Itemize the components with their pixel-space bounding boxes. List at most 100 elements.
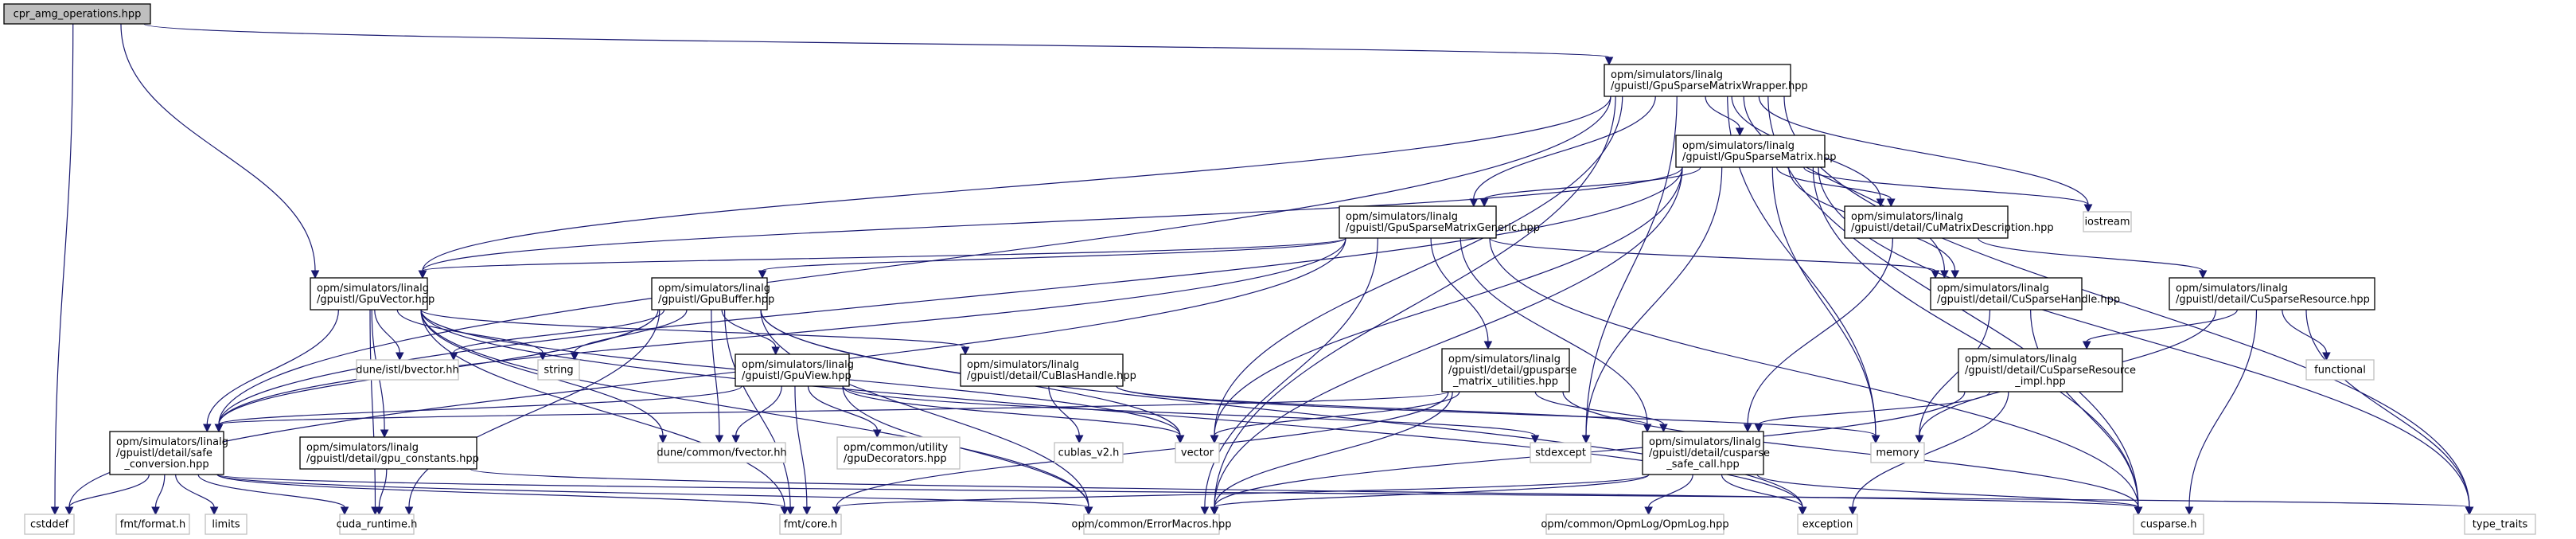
edge-safecall-to-exception xyxy=(1721,474,1807,516)
edge-line xyxy=(1534,391,1664,425)
node-safecall[interactable]: opm/simulators/linalg/gpuistl/detail/cus… xyxy=(1642,431,1770,475)
edge-line xyxy=(1116,385,1876,436)
edge-line xyxy=(420,309,785,508)
edge-line xyxy=(453,309,665,353)
edge-line xyxy=(420,309,1803,508)
node-functional: functional xyxy=(2305,359,2375,381)
edge-line xyxy=(1459,237,1648,425)
node-cusparseresource[interactable]: opm/simulators/linalg/gpuistl/detail/CuS… xyxy=(2169,277,2375,311)
node-label: dune/common/fvector.hh xyxy=(657,447,786,459)
edge-cusparseresource-to-typetraits xyxy=(2305,309,2474,516)
node-label: vector xyxy=(1181,447,1214,459)
node-label: /gpuistl/GpuSparseMatrixWrapper.hpp xyxy=(1611,80,1808,92)
node-label: /gpuistl/detail/safe xyxy=(116,447,212,459)
node-sparse[interactable]: opm/simulators/linalg/gpuistl/GpuSparseM… xyxy=(1675,135,1837,168)
node-label: exception xyxy=(1802,519,1853,531)
edge-line xyxy=(143,23,1610,58)
node-box xyxy=(1642,431,1764,475)
arrowhead-icon xyxy=(961,346,970,356)
edge-gpuvector-to-cublashandle xyxy=(420,309,970,356)
node-fvector: dune/common/fvector.hh xyxy=(657,442,787,463)
edge-line xyxy=(1473,96,1656,200)
arrowhead-icon xyxy=(570,352,579,361)
arrowhead-icon xyxy=(449,352,458,361)
node-label: opm/simulators/linalg xyxy=(742,359,854,371)
edge-line xyxy=(2086,309,2238,342)
arrowhead-icon xyxy=(380,429,389,439)
edge-generic-to-gpubuffer xyxy=(758,237,1346,279)
node-box xyxy=(299,436,477,470)
edge-line xyxy=(120,23,316,271)
node-resimpl[interactable]: opm/simulators/linalg/gpuistl/detail/CuS… xyxy=(1958,348,2136,393)
arrowhead-icon xyxy=(785,506,795,516)
node-exception: exception xyxy=(1797,514,1858,535)
edge-safecall-to-opmlog xyxy=(1644,474,1693,516)
node-bvector: dune/istl/bvector.hh xyxy=(356,359,459,381)
arrowhead-icon xyxy=(715,435,724,444)
node-box xyxy=(1675,135,1826,168)
arrowhead-icon xyxy=(2184,506,2194,516)
arrowhead-icon xyxy=(731,435,741,444)
node-label: string xyxy=(544,365,573,377)
node-fmtformat: fmt/format.h xyxy=(115,514,190,535)
node-box xyxy=(836,436,961,470)
node-gpubuffer[interactable]: opm/simulators/linalg/gpuistl/GpuBuffer.… xyxy=(651,277,774,311)
edge-line xyxy=(422,166,1683,271)
node-matutils[interactable]: opm/simulators/linalg/gpuistl/detail/gpu… xyxy=(1441,348,1576,393)
node-box xyxy=(2169,277,2375,311)
node-generic[interactable]: opm/simulators/linalg/gpuistl/GpuSparseM… xyxy=(1339,205,1540,239)
node-box xyxy=(2133,514,2204,535)
edge-gpuview-to-fmtcore xyxy=(794,385,812,516)
node-label: opm/simulators/linalg xyxy=(1965,353,2077,365)
edge-gpuvector-to-exception xyxy=(420,309,1807,516)
edge-safeconv-to-fmtformat xyxy=(151,474,166,516)
arrowhead-icon xyxy=(1940,270,1949,279)
node-label: opm/common/utility xyxy=(844,442,949,454)
node-label: dune/istl/bvector.hh xyxy=(356,365,459,377)
edge-line xyxy=(1783,96,2470,508)
arrowhead-icon xyxy=(375,506,384,516)
edge-line xyxy=(2282,309,2327,353)
arrowhead-icon xyxy=(832,506,841,516)
node-gpuconst[interactable]: opm/simulators/linalg/gpuistl/detail/gpu… xyxy=(299,436,479,470)
edge-line xyxy=(54,23,74,508)
edge-gpuvector-to-bvector xyxy=(374,309,404,361)
node-label: /gpuistl/GpuBuffer.hpp xyxy=(658,294,774,306)
arrowhead-icon xyxy=(1931,270,1940,279)
edge-line xyxy=(422,96,1611,271)
node-iostream: iostream xyxy=(2083,211,2132,232)
edge-line xyxy=(408,309,661,508)
edge-line xyxy=(1776,166,1892,200)
edge-line xyxy=(1214,166,1683,436)
edge-line xyxy=(574,309,688,353)
node-label: /gpuistl/detail/CuBlasHandle.hpp xyxy=(967,370,1136,382)
arrowhead-icon xyxy=(1074,435,1084,444)
node-box xyxy=(1530,442,1592,463)
arrowhead-icon xyxy=(2083,204,2093,213)
node-cusparsehandle[interactable]: opm/simulators/linalg/gpuistl/detail/CuS… xyxy=(1930,277,2120,311)
node-root[interactable]: cpr_amg_operations.hpp xyxy=(3,3,151,25)
arrowhead-icon xyxy=(1210,435,1219,444)
edge-line xyxy=(2305,309,2470,508)
node-safeconv[interactable]: opm/simulators/linalg/gpuistl/detail/saf… xyxy=(109,431,228,475)
edge-gpubuffer-to-string xyxy=(570,309,688,361)
arrowhead-icon xyxy=(214,424,224,433)
arrowhead-icon xyxy=(1848,506,1857,516)
node-label: /gpuistl/detail/gpusparse xyxy=(1448,365,1576,377)
edge-line xyxy=(378,468,388,508)
node-gpuview[interactable]: opm/simulators/linalg/gpuistl/GpuView.hp… xyxy=(735,353,854,387)
edge-sparse-to-cumatdesc xyxy=(1776,166,1896,208)
node-cublashandle[interactable]: opm/simulators/linalg/gpuistl/detail/CuB… xyxy=(960,353,1136,387)
edge-line xyxy=(1705,96,1740,129)
node-wrapper[interactable]: opm/simulators/linalg/gpuistl/GpuSparseM… xyxy=(1604,64,1808,97)
edge-line xyxy=(836,474,1650,508)
edge-line xyxy=(1048,385,1080,436)
node-label: opm/simulators/linalg xyxy=(1448,353,1561,365)
edge-line xyxy=(218,237,1346,425)
edge-cusparseresource-to-functional xyxy=(2282,309,2331,361)
node-gpuvector[interactable]: opm/simulators/linalg/gpuistl/GpuVector.… xyxy=(310,277,435,311)
edge-gpuconst-to-cusparseh xyxy=(470,468,2143,516)
node-cumatdesc[interactable]: opm/simulators/linalg/gpuistl/detail/CuM… xyxy=(1844,205,2054,239)
node-label: limits xyxy=(212,519,240,531)
edge-gpubuffer-to-bvector xyxy=(449,309,665,361)
